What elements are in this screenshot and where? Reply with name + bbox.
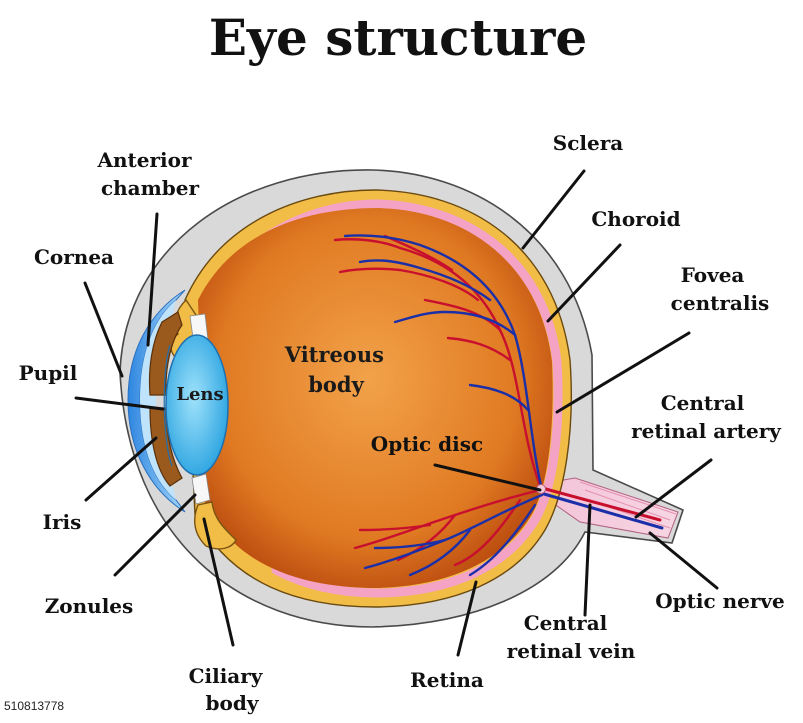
anterior-chamber xyxy=(140,300,176,500)
leader-optic-nerve xyxy=(648,531,719,590)
leader-cornea xyxy=(83,281,124,378)
label-lens: Lens xyxy=(176,384,223,405)
watermark-id: 510813778 xyxy=(4,699,64,713)
label-vitreous-body: Vitreous body xyxy=(284,342,391,397)
leader-central-retinal-artery xyxy=(634,458,713,519)
label-sclera: Sclera xyxy=(553,131,623,155)
label-zonules: Zonules xyxy=(45,594,134,618)
leader-anterior-chamber xyxy=(146,212,159,347)
label-central-retinal-artery: Central retinal artery xyxy=(631,391,782,443)
label-cornea: Cornea xyxy=(34,245,114,269)
leader-retina xyxy=(456,580,478,657)
label-optic-disc: Optic disc xyxy=(371,432,483,456)
label-pupil: Pupil xyxy=(19,361,78,385)
label-optic-nerve: Optic nerve xyxy=(655,589,785,613)
retinal-vessels xyxy=(333,234,664,577)
label-ciliary-body: Ciliary body xyxy=(189,664,270,715)
leader-lines xyxy=(74,169,719,657)
leader-iris xyxy=(84,436,158,502)
leader-fovea-centralis xyxy=(555,331,691,414)
label-fovea-centralis: Fovea centralis xyxy=(671,263,770,315)
retina xyxy=(257,199,563,598)
leader-zonules xyxy=(113,493,197,577)
lens xyxy=(163,334,229,476)
label-choroid: Choroid xyxy=(591,207,680,231)
leader-central-retinal-vein xyxy=(583,503,592,617)
iris xyxy=(148,311,183,487)
label-iris: Iris xyxy=(43,510,82,534)
vitreous-body xyxy=(198,208,553,588)
label-retina: Retina xyxy=(410,668,484,692)
label-anterior-chamber: Anterior chamber xyxy=(96,148,199,200)
leader-optic-disc xyxy=(433,463,542,492)
leader-sclera xyxy=(521,169,586,250)
label-central-retinal-vein: Central retinal vein xyxy=(507,611,636,663)
leader-ciliary-body xyxy=(202,517,235,647)
leader-choroid xyxy=(546,243,622,323)
page-title: Eye structure xyxy=(209,8,587,67)
leader-pupil xyxy=(74,396,165,411)
